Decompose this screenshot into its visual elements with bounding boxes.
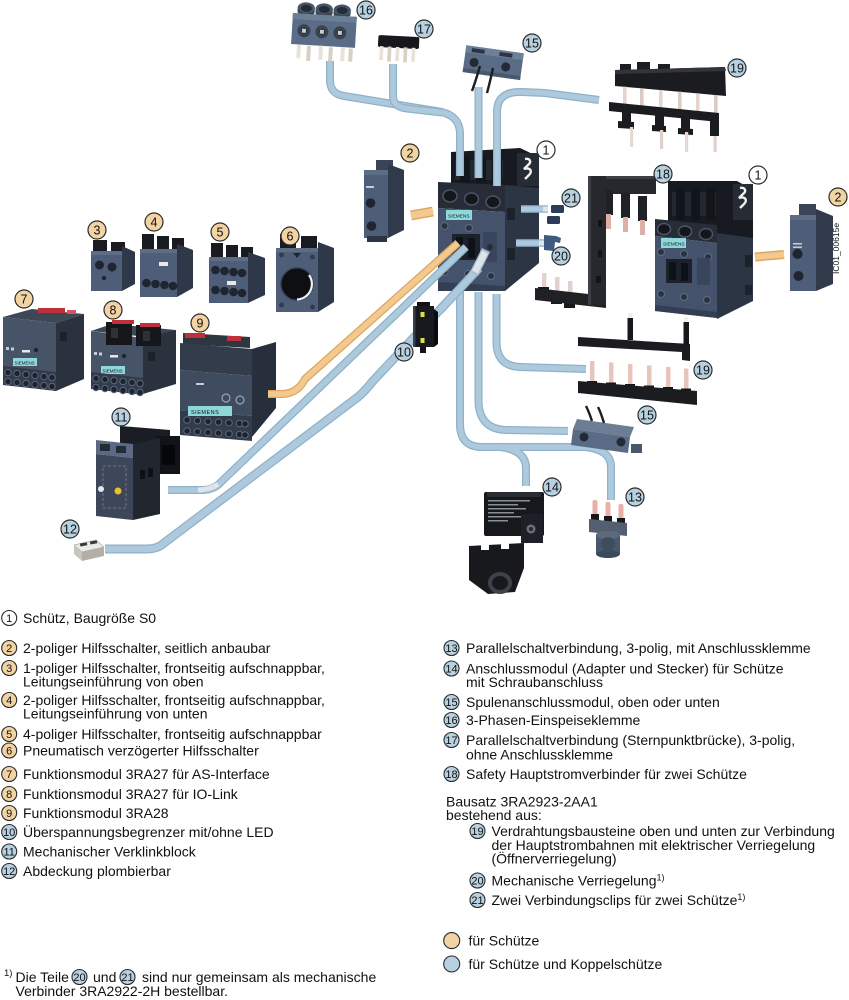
svg-text:für Schütze: für Schütze bbox=[469, 933, 540, 949]
svg-text:1: 1 bbox=[543, 144, 550, 158]
svg-text:und: und bbox=[93, 969, 116, 985]
svg-text:17: 17 bbox=[417, 23, 431, 37]
svg-text:2: 2 bbox=[407, 147, 414, 161]
svg-text:4: 4 bbox=[6, 695, 12, 707]
svg-text:Abdeckung plombierbar: Abdeckung plombierbar bbox=[23, 863, 171, 879]
svg-text:für Schütze und Koppelschütze: für Schütze und Koppelschütze bbox=[469, 956, 663, 972]
svg-text:7: 7 bbox=[6, 769, 12, 781]
svg-text:Pneumatisch verzögerter Hilfss: Pneumatisch verzögerter Hilfsschalter bbox=[23, 743, 259, 759]
svg-text:15: 15 bbox=[445, 697, 457, 709]
svg-text:19: 19 bbox=[696, 364, 710, 378]
svg-text:3: 3 bbox=[94, 224, 101, 238]
svg-text:4-poliger Hilfsschalter, front: 4-poliger Hilfsschalter, frontseitig auf… bbox=[23, 726, 322, 742]
svg-text:Funktionsmodul 3RA27 für AS-In: Funktionsmodul 3RA27 für AS-Interface bbox=[23, 766, 270, 782]
svg-text:Funktionsmodul 3RA27 für IO-Li: Funktionsmodul 3RA27 für IO-Link bbox=[23, 786, 239, 802]
svg-text:Leitungseinführung von oben: Leitungseinführung von oben bbox=[23, 674, 204, 690]
svg-text:12: 12 bbox=[63, 523, 77, 537]
svg-text:1): 1) bbox=[4, 968, 12, 979]
svg-text:Bausatz 3RA2923-2AA1: Bausatz 3RA2923-2AA1 bbox=[446, 794, 598, 810]
svg-text:SIEMENS: SIEMENS bbox=[663, 242, 685, 248]
svg-text:Parallelschaltverbindung (Ster: Parallelschaltverbindung (Sternpunktbrüc… bbox=[466, 732, 795, 748]
svg-text:12: 12 bbox=[3, 866, 15, 878]
svg-text:6: 6 bbox=[6, 746, 12, 758]
svg-text:2: 2 bbox=[835, 191, 842, 205]
svg-text:5: 5 bbox=[217, 226, 224, 240]
svg-text:4: 4 bbox=[151, 216, 158, 230]
svg-text:18: 18 bbox=[656, 168, 670, 182]
svg-text:6: 6 bbox=[287, 230, 294, 244]
svg-text:Überspannungsbegrenzer mit/ohn: Überspannungsbegrenzer mit/ohne LED bbox=[23, 823, 274, 840]
svg-text:1: 1 bbox=[755, 169, 762, 183]
svg-text:20: 20 bbox=[73, 972, 85, 984]
svg-text:9: 9 bbox=[6, 808, 12, 820]
svg-text:bestehend aus:: bestehend aus: bbox=[446, 807, 542, 823]
svg-text:2-poliger Hilfsschalter, front: 2-poliger Hilfsschalter, frontseitig auf… bbox=[23, 692, 325, 708]
svg-text:(Öffnerverriegelung): (Öffnerverriegelung) bbox=[492, 850, 617, 867]
svg-text:16: 16 bbox=[445, 715, 457, 727]
svg-text:mit Schraubanschluss: mit Schraubanschluss bbox=[466, 674, 603, 690]
svg-text:10: 10 bbox=[397, 346, 411, 360]
svg-text:8: 8 bbox=[110, 304, 117, 318]
svg-text:21: 21 bbox=[471, 895, 483, 907]
svg-text:7: 7 bbox=[21, 293, 28, 307]
svg-text:Verdrahtungsbausteine oben und: Verdrahtungsbausteine oben und unten zur… bbox=[492, 823, 835, 839]
svg-text:8: 8 bbox=[6, 789, 12, 801]
svg-text:IC01_00615e: IC01_00615e bbox=[831, 223, 841, 274]
svg-text:SIEMENS: SIEMENS bbox=[448, 214, 470, 220]
svg-text:15: 15 bbox=[525, 37, 539, 51]
svg-text:11: 11 bbox=[3, 847, 14, 859]
svg-text:20: 20 bbox=[554, 250, 568, 264]
svg-text:Parallelschaltverbindung, 3-po: Parallelschaltverbindung, 3-polig, mit A… bbox=[466, 640, 811, 656]
svg-text:17: 17 bbox=[445, 735, 457, 747]
svg-text:14: 14 bbox=[445, 664, 457, 676]
svg-text:Spulenanschlussmodul, oben ode: Spulenanschlussmodul, oben oder unten bbox=[466, 694, 720, 710]
svg-text:Safety Hauptstromverbinder für: Safety Hauptstromverbinder für zwei Schü… bbox=[466, 766, 747, 782]
svg-text:der Hauptstrombahnen mit elekt: der Hauptstrombahnen mit elektrischer Ve… bbox=[492, 837, 816, 853]
svg-text:1: 1 bbox=[6, 613, 12, 625]
svg-text:Mechanischer Verklinkblock: Mechanischer Verklinkblock bbox=[23, 844, 197, 860]
svg-text:Anschlussmodul (Adapter und St: Anschlussmodul (Adapter und Stecker) für… bbox=[466, 661, 784, 677]
svg-text:18: 18 bbox=[445, 769, 457, 781]
svg-text:1-poliger Hilfsschalter, front: 1-poliger Hilfsschalter, frontseitig auf… bbox=[23, 660, 325, 676]
svg-text:3-Phasen-Einspeiseklemme: 3-Phasen-Einspeiseklemme bbox=[466, 712, 641, 728]
svg-text:14: 14 bbox=[545, 481, 559, 495]
svg-text:SIEMENS: SIEMENS bbox=[15, 361, 35, 366]
svg-text:9: 9 bbox=[197, 317, 204, 331]
svg-text:SIEMENS: SIEMENS bbox=[103, 369, 123, 374]
svg-text:2: 2 bbox=[6, 643, 12, 655]
svg-text:Mechanische Verriegelung1): Mechanische Verriegelung1) bbox=[492, 873, 665, 889]
svg-text:16: 16 bbox=[359, 4, 373, 18]
svg-text:Schütz, Baugröße S0: Schütz, Baugröße S0 bbox=[23, 610, 156, 626]
svg-text:2-poliger Hilfsschalter, seitl: 2-poliger Hilfsschalter, seitlich anbaub… bbox=[23, 640, 271, 656]
svg-text:Zwei Verbindungsclips für zwei: Zwei Verbindungsclips für zwei Schütze1) bbox=[492, 892, 746, 908]
svg-text:Verbinder 3RA2922-2H bestellba: Verbinder 3RA2922-2H bestellbar. bbox=[16, 983, 228, 999]
svg-text:13: 13 bbox=[628, 491, 642, 505]
svg-text:11: 11 bbox=[115, 411, 128, 425]
svg-text:Die Teile: Die Teile bbox=[16, 969, 70, 985]
svg-text:21: 21 bbox=[121, 972, 133, 984]
svg-text:Funktionsmodul 3RA28: Funktionsmodul 3RA28 bbox=[23, 805, 169, 821]
svg-text:ohne Anschlussklemme: ohne Anschlussklemme bbox=[466, 747, 613, 763]
svg-text:SIEMENS: SIEMENS bbox=[191, 410, 219, 416]
svg-text:3: 3 bbox=[6, 663, 12, 675]
svg-text:20: 20 bbox=[471, 876, 483, 888]
svg-text:21: 21 bbox=[564, 192, 578, 206]
svg-text:15: 15 bbox=[640, 409, 654, 423]
svg-text:sind nur gemeinsam als mechani: sind nur gemeinsam als mechanische bbox=[142, 969, 376, 985]
svg-text:13: 13 bbox=[445, 643, 457, 655]
svg-text:5: 5 bbox=[6, 729, 12, 741]
svg-text:19: 19 bbox=[730, 62, 744, 76]
svg-text:Leitungseinführung von unten: Leitungseinführung von unten bbox=[23, 706, 207, 722]
svg-text:19: 19 bbox=[471, 826, 483, 838]
svg-text:10: 10 bbox=[3, 827, 15, 839]
